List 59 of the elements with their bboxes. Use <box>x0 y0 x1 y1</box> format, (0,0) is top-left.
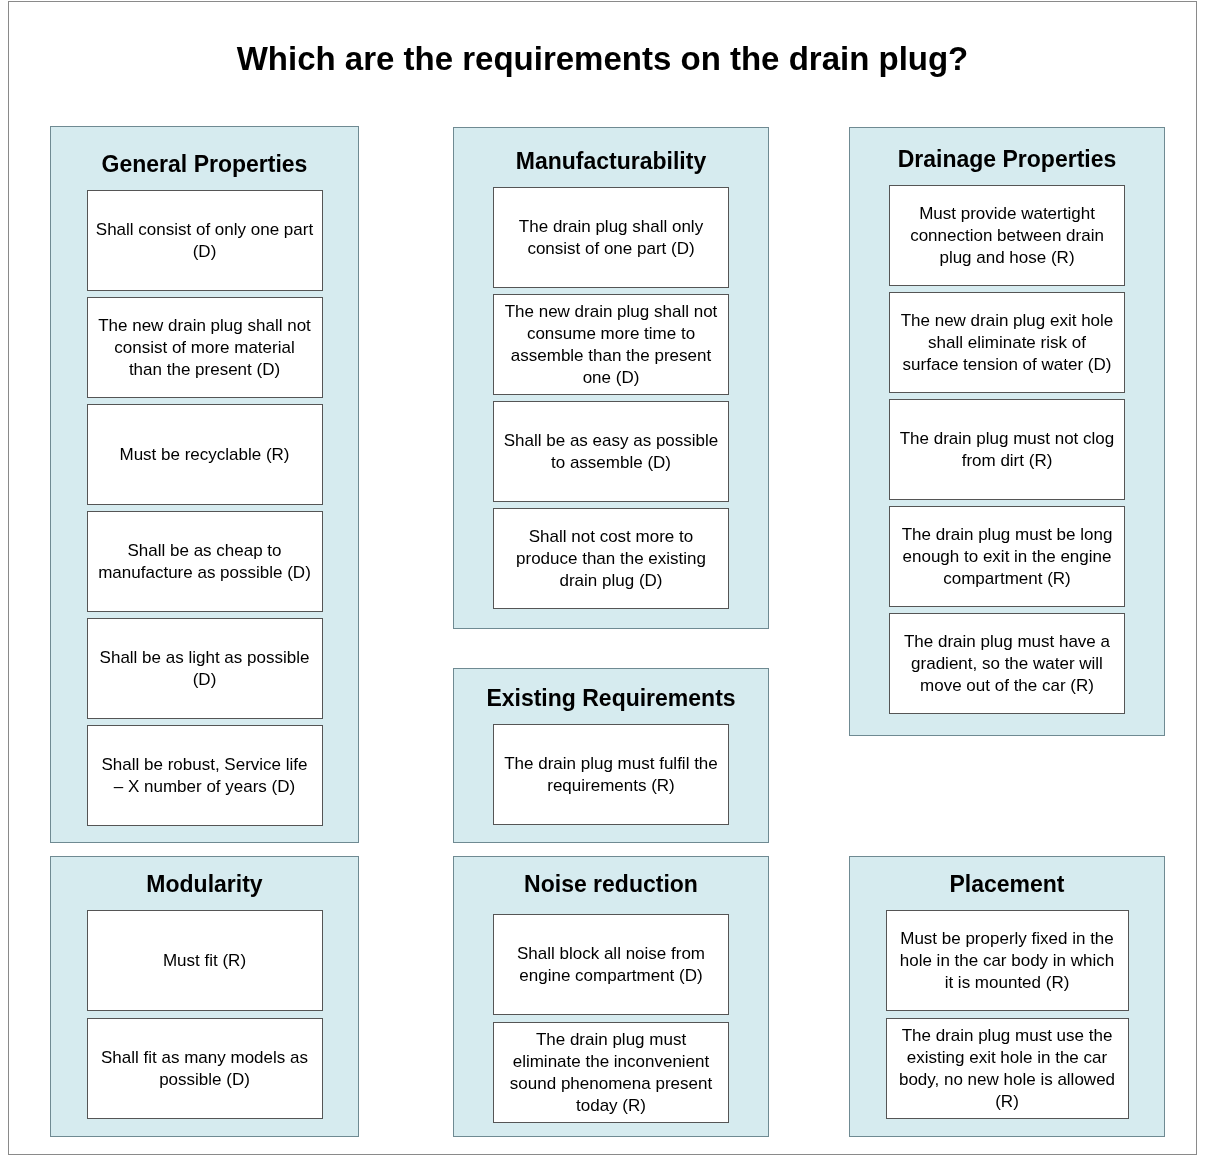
requirement-text: Shall fit as many models as possible (D) <box>100 1046 309 1091</box>
requirement-text: The drain plug must have a gradient, so the water will move out of the car (R) <box>903 630 1111 697</box>
requirement-text: Must provide watertight connection between drain plug and hose (R) <box>909 202 1105 269</box>
panel-heading: Existing Requirements <box>486 685 736 712</box>
requirement-text: Shall be robust, Service life – X number of years (D) <box>100 753 309 798</box>
category-panel <box>849 856 1165 1137</box>
diagram-title: Which are the requirements on the drain plug? <box>235 40 970 78</box>
requirement-box <box>889 399 1125 500</box>
requirement-text: The drain plug must not clog from dirt (R) <box>898 427 1116 472</box>
requirement-text: The drain plug must fulfil the requirements (R) <box>503 752 719 797</box>
requirement-box <box>889 506 1125 607</box>
requirement-text: Must fit (R) <box>162 949 247 972</box>
category-panel <box>453 127 769 629</box>
panel-heading: General Properties <box>101 151 308 178</box>
requirement-box <box>86 910 323 1011</box>
requirement-box <box>493 401 729 502</box>
requirement-box <box>885 910 1129 1011</box>
requirement-text: The new drain plug shall not consume more time to assemble than the present one (D) <box>503 300 719 389</box>
requirement-box <box>86 1018 323 1119</box>
requirement-text: The new drain plug exit hole shall eliminate risk of surface tension of water (D) <box>899 309 1115 376</box>
panel-heading: Manufacturability <box>515 148 707 175</box>
requirement-box <box>86 297 323 398</box>
category-panel <box>453 856 769 1137</box>
requirement-box <box>493 1022 729 1123</box>
requirement-box <box>493 724 729 825</box>
requirement-text: Shall be as light as possible (D) <box>98 646 311 691</box>
requirement-box <box>86 511 323 612</box>
requirement-text: Shall not cost more to produce than the existing drain plug (D) <box>515 525 707 592</box>
requirement-box <box>493 294 729 395</box>
requirement-text: Shall block all noise from engine compartment (D) <box>516 942 706 987</box>
requirement-box <box>889 292 1125 393</box>
category-panel <box>453 668 769 843</box>
requirement-text: The drain plug must use the existing exit hole in the car body, no new hole is allowed (R) <box>897 1024 1117 1113</box>
category-panel <box>849 127 1165 736</box>
panel-heading: Modularity <box>146 871 263 898</box>
requirement-box <box>889 613 1125 714</box>
requirement-text: Shall consist of only one part (D) <box>95 218 314 263</box>
requirement-box <box>885 1018 1129 1119</box>
category-panel <box>50 126 359 843</box>
requirement-box <box>889 185 1125 286</box>
requirement-text: Must be recyclable (R) <box>119 443 290 466</box>
requirement-text: The new drain plug shall not consist of more material than the present (D) <box>97 314 312 381</box>
requirement-box <box>493 508 729 609</box>
requirement-text: The drain plug shall only consist of one part (D) <box>517 215 705 260</box>
panel-heading: Placement <box>949 871 1065 898</box>
category-panel <box>50 856 359 1137</box>
requirement-text: The drain plug must eliminate the inconvenient sound phenomena present today (R) <box>508 1028 714 1117</box>
requirement-box <box>86 190 323 291</box>
requirement-text: Shall be as easy as possible to assemble (D) <box>502 429 720 474</box>
requirement-box <box>493 914 729 1015</box>
panel-heading: Drainage Properties <box>897 146 1117 173</box>
panel-heading: Noise reduction <box>524 871 698 898</box>
requirement-text: Must be properly fixed in the hole in the car body in which it is mounted (R) <box>898 927 1116 994</box>
requirement-box <box>86 618 323 719</box>
requirement-text: The drain plug must be long enough to exit in the engine compartment (R) <box>900 523 1114 590</box>
requirement-box <box>86 404 323 505</box>
requirement-text: Shall be as cheap to manufacture as possible (D) <box>97 539 312 584</box>
requirement-box <box>493 187 729 288</box>
requirement-box <box>86 725 323 826</box>
